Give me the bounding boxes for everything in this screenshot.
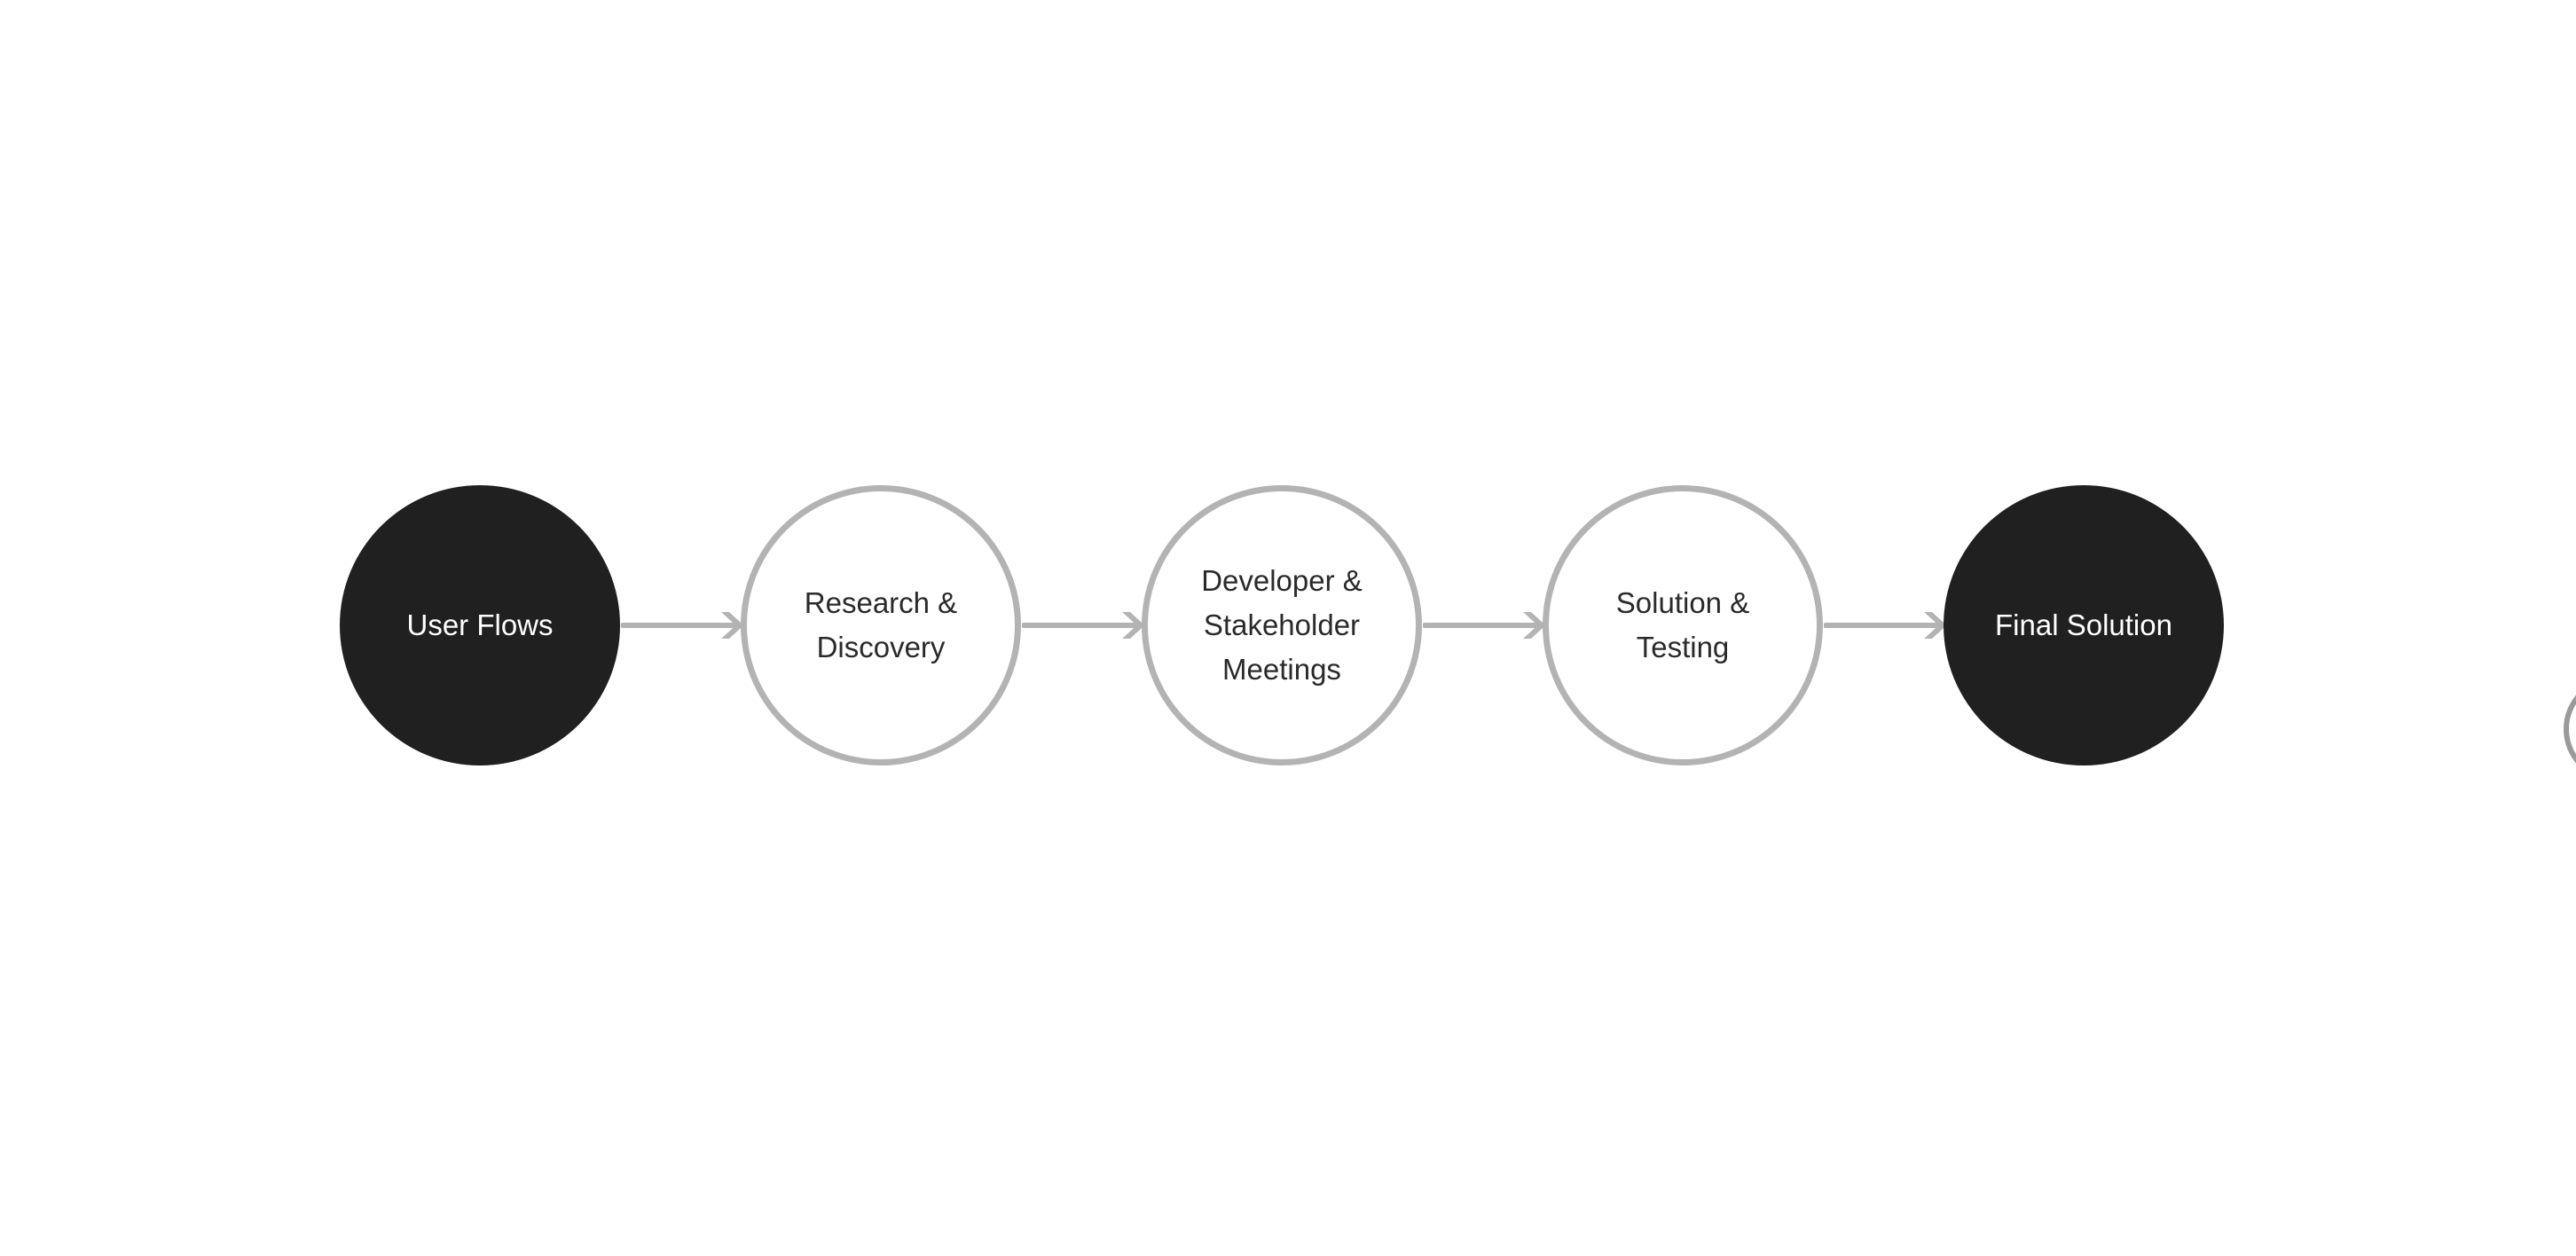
arrow-icon: [1022, 612, 1143, 639]
arrow-icon: [1824, 612, 1945, 639]
node-developer-stakeholder-meetings: Developer & Stakeholder Meetings: [1142, 485, 1422, 765]
arrow-icon: [621, 612, 742, 639]
node-user-flows: User Flows: [340, 485, 620, 765]
node-final-solution: Final Solution: [1944, 485, 2224, 765]
node-label: Final Solution: [1995, 608, 2172, 641]
arrow-icon: [1423, 612, 1544, 639]
node-label: Developer & Stakeholder Meetings: [1201, 564, 1363, 686]
node-label: User Flows: [406, 608, 554, 641]
node-research-discovery: Research & Discovery: [741, 485, 1021, 765]
offscreen-circle-edge: [2564, 676, 2576, 782]
node-solution-testing: Solution & Testing: [1543, 485, 1823, 765]
node-label: Research & Discovery: [804, 586, 958, 663]
node-label: Solution & Testing: [1615, 586, 1750, 663]
